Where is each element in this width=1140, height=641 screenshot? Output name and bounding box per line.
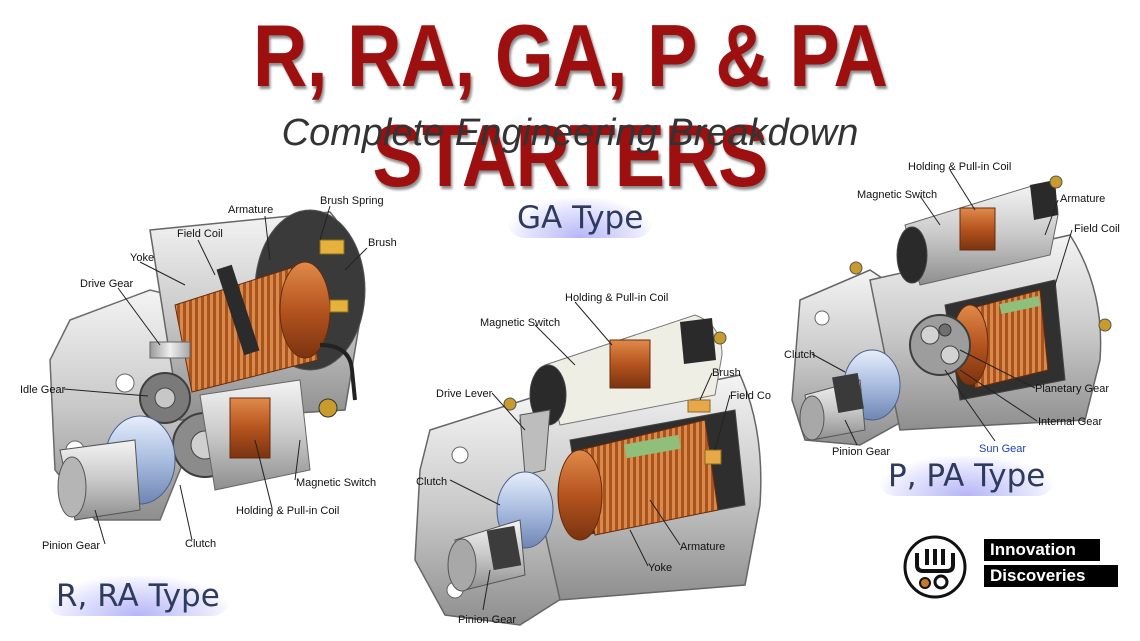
ga-label-drive-lever: Drive Lever <box>436 388 493 400</box>
p-pa-label-field-coil: Field Coil <box>1074 223 1120 235</box>
ga-label-armature: Armature <box>680 541 725 553</box>
p-pa-starter-illustration <box>791 175 1112 446</box>
r-ra-label-pinion-gear: Pinion Gear <box>42 540 100 552</box>
r-ra-label-idle-gear: Idle Gear <box>20 384 66 396</box>
ga-label-yoke: Yoke <box>648 562 672 574</box>
page-title: R, RA, GA, P & PA STARTERS <box>252 6 888 205</box>
ga-label-brush: Brush <box>712 367 741 379</box>
r-ra-label-yoke: Yoke <box>130 252 154 264</box>
brand-line-1: Innovation <box>984 539 1100 561</box>
p-pa-type-label: P, PA Type <box>878 456 1056 496</box>
r-ra-label-magnetic-switch: Magnetic Switch <box>296 477 376 489</box>
ga-starter-illustration <box>414 314 762 626</box>
brand-name: Innovation Discoveries <box>984 539 1118 591</box>
p-pa-label-planetary-gear: Planetary Gear <box>1035 383 1109 395</box>
ga-type-label: GA Type <box>507 198 654 238</box>
p-pa-label-armature: Armature <box>1060 193 1105 205</box>
r-ra-label-drive-gear: Drive Gear <box>80 278 134 290</box>
leader-lines <box>63 169 1073 611</box>
r-ra-label-brush-spring: Brush Spring <box>320 195 384 207</box>
p-pa-label-magnetic-switch: Magnetic Switch <box>857 189 937 201</box>
ga-label-pinion-gear: Pinion Gear <box>458 614 516 626</box>
r-ra-label-armature: Armature <box>228 204 273 216</box>
ga-label-magnetic-switch: Magnetic Switch <box>480 317 560 329</box>
r-ra-label-clutch: Clutch <box>185 538 216 550</box>
page-subtitle: Complete Engineering Breakdown <box>281 112 859 154</box>
r-ra-label-holding-coil: Holding & Pull-in Coil <box>236 505 339 517</box>
r-ra-starter-illustration <box>49 209 366 521</box>
p-pa-label-holding-coil: Holding & Pull-in Coil <box>908 161 1011 173</box>
ga-label-field-coil: Field Co <box>730 390 771 402</box>
brand-logo-icon <box>903 535 967 599</box>
p-pa-label-pinion-gear: Pinion Gear <box>832 446 890 458</box>
p-pa-label-sun-gear: Sun Gear <box>979 443 1026 455</box>
p-pa-label-internal-gear: Internal Gear <box>1038 416 1103 428</box>
r-ra-label-brush: Brush <box>368 237 397 249</box>
ga-label-clutch: Clutch <box>416 476 447 488</box>
r-ra-label-field-coil: Field Coil <box>177 228 223 240</box>
ga-label-holding-coil: Holding & Pull-in Coil <box>565 292 668 304</box>
r-ra-type-label: R, RA Type <box>46 576 230 616</box>
p-pa-label-clutch: Clutch <box>784 349 815 361</box>
brand-line-2: Discoveries <box>984 565 1118 587</box>
